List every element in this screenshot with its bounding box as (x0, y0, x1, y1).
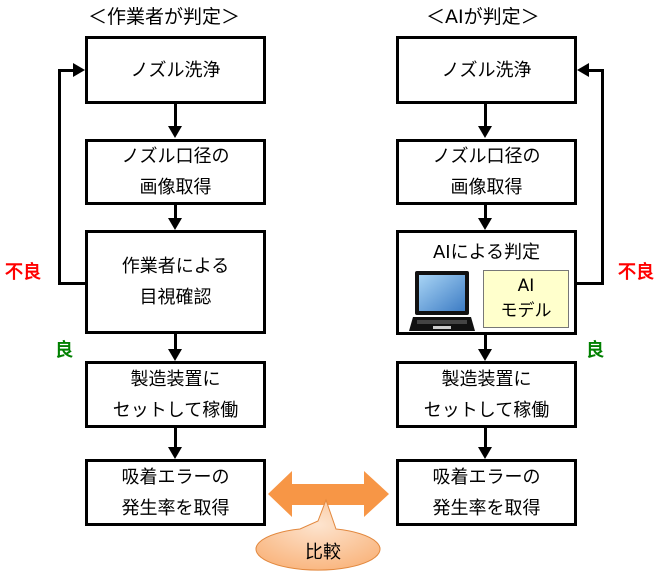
step-text: 発生率を取得 (121, 497, 230, 519)
step-text: セットして稼働 (423, 399, 550, 421)
step-text: ノズル洗浄 (130, 59, 221, 81)
arrow-down-icon (478, 447, 492, 459)
step-text: ノズル口径の (121, 146, 230, 167)
feedback-line (58, 69, 61, 285)
right-step-nozzle-cleaning: ノズル洗浄 (396, 36, 577, 104)
arrow-down-icon (168, 126, 182, 138)
left-step-error-rate: 吸着エラーの 発生率を取得 (85, 459, 266, 526)
arrow-down-icon (478, 349, 492, 361)
left-step-image-capture: ノズル口径の 画像取得 (85, 139, 266, 205)
left-step-set-and-operate: 製造装置に セットして稼働 (85, 361, 266, 428)
ai-model-text: AI (517, 276, 535, 296)
arrow-down-icon (168, 218, 182, 230)
left-ng-label: 不良 (5, 262, 41, 283)
compare-label: 比較 (305, 542, 341, 563)
ai-model-box: AI モデル (483, 270, 569, 328)
left-step-nozzle-cleaning: ノズル洗浄 (85, 36, 266, 104)
double-arrow-icon (268, 471, 389, 517)
ai-judgement-title: AIによる判定 (432, 242, 541, 263)
feedback-line (589, 69, 604, 72)
connector (484, 205, 487, 218)
step-text: 画像取得 (139, 177, 212, 198)
step-text: ノズル口径の (432, 146, 541, 167)
right-step-image-capture: ノズル口径の 画像取得 (396, 139, 577, 205)
laptop-icon (409, 271, 475, 331)
right-step-error-rate: 吸着エラーの 発生率を取得 (396, 459, 577, 526)
arrow-down-icon (478, 218, 492, 230)
right-step-ai-judgement: AIによる判定 AI モデル (396, 230, 577, 335)
ai-model-text: モデル (500, 301, 552, 321)
connector (174, 205, 177, 218)
step-text: ノズル洗浄 (441, 59, 532, 81)
left-column-title: ＜作業者が判定＞ (88, 6, 241, 28)
arrow-left-icon (577, 63, 589, 77)
step-text: 吸着エラーの (121, 466, 230, 488)
step-text: 画像取得 (450, 177, 523, 198)
feedback-line (601, 69, 604, 285)
connector (484, 428, 487, 447)
right-column-title: ＜AIが判定＞ (426, 6, 540, 28)
step-text: 発生率を取得 (432, 497, 541, 519)
arrow-down-icon (168, 447, 182, 459)
step-text: 目視確認 (139, 287, 212, 308)
left-step-visual-inspection: 作業者による 目視確認 (85, 230, 266, 334)
connector (484, 335, 487, 349)
arrow-down-icon (478, 126, 492, 138)
step-text: 吸着エラーの (432, 466, 541, 488)
connector (174, 334, 177, 349)
step-text: セットして稼働 (112, 399, 239, 421)
feedback-line (58, 69, 74, 72)
step-text: 製造装置に (130, 368, 221, 390)
feedback-line (58, 282, 85, 285)
feedback-line (577, 282, 604, 285)
right-step-set-and-operate: 製造装置に セットして稼働 (396, 361, 577, 428)
connector (484, 104, 487, 126)
connector (174, 104, 177, 126)
step-text: 製造装置に (441, 368, 532, 390)
arrow-right-icon (73, 63, 85, 77)
left-ok-label: 良 (55, 340, 73, 361)
connector (174, 428, 177, 447)
step-text: 作業者による (121, 256, 230, 277)
right-ng-label: 不良 (618, 262, 654, 283)
arrow-down-icon (168, 349, 182, 361)
right-ok-label: 良 (586, 340, 604, 361)
